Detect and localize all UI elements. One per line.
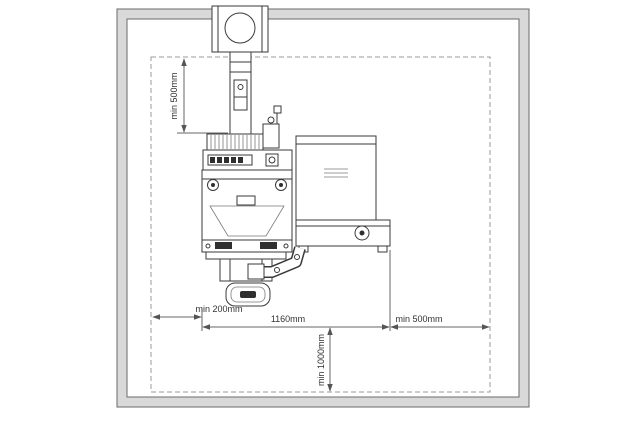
boiler-badge [236,195,256,206]
hopper-foot-right [377,245,388,253]
chimney [211,5,269,53]
clearance-boundary [150,56,491,393]
burner-feed-motor [247,263,265,280]
boiler-knob-left-dot [211,183,215,187]
heat-exchanger-fins [210,135,260,149]
chimney-flue-circle [224,12,256,44]
boiler-latch-right [260,242,277,249]
flue-pipe [229,51,252,145]
dim-label-ceiling-clearance: min 500mm [169,72,179,119]
brand-logo-mark [238,157,243,163]
top-panel-gauge-dial [268,156,276,164]
boiler-base-plate [205,251,287,260]
dim-label-left-clearance: min 200mm [195,304,242,314]
auger-motor-axle [359,230,365,236]
fan-motor-cap [267,116,275,124]
boiler-latch-left [215,242,232,249]
dim-label-unit-width: 1160mm [271,314,305,324]
dim-unit-width: 1160mm [202,250,391,331]
dim-label-right-clearance: min 500mm [395,314,442,324]
hopper-base-frame [295,219,391,247]
brand-logo-mark [231,157,236,163]
brand-logo-mark [217,157,222,163]
dim-left-clearance: min 200mm [152,304,243,331]
dim-front-clearance: min 1000mm [316,327,333,392]
boiler-door-outline [209,205,285,237]
brand-logo-mark [210,157,215,163]
top-panel-gauge [265,153,279,167]
pellet-hopper [295,135,391,253]
boiler-bolt [283,243,289,249]
burner-base-inner [230,286,266,303]
fan-motor [262,123,280,149]
dim-right-clearance: min 500mm [390,314,490,330]
flue-cleanout-door [233,79,248,111]
hopper-body [295,135,377,221]
flue-cleanout-knob [237,84,244,90]
brand-plate [207,154,253,166]
auger-tube [247,246,306,280]
boiler-bolt [205,243,211,249]
dim-label-front-clearance: min 1000mm [316,334,326,386]
brand-logo-mark [224,157,229,163]
room-walls [116,8,530,408]
boiler-knob-right-dot [279,183,283,187]
sensor-box [273,105,282,114]
dim-ceiling-clearance: min 500mm [169,58,228,134]
auger-flange-bolt [274,267,280,273]
burner-base-slot [240,291,256,298]
auger-flange-bolt [294,254,300,260]
